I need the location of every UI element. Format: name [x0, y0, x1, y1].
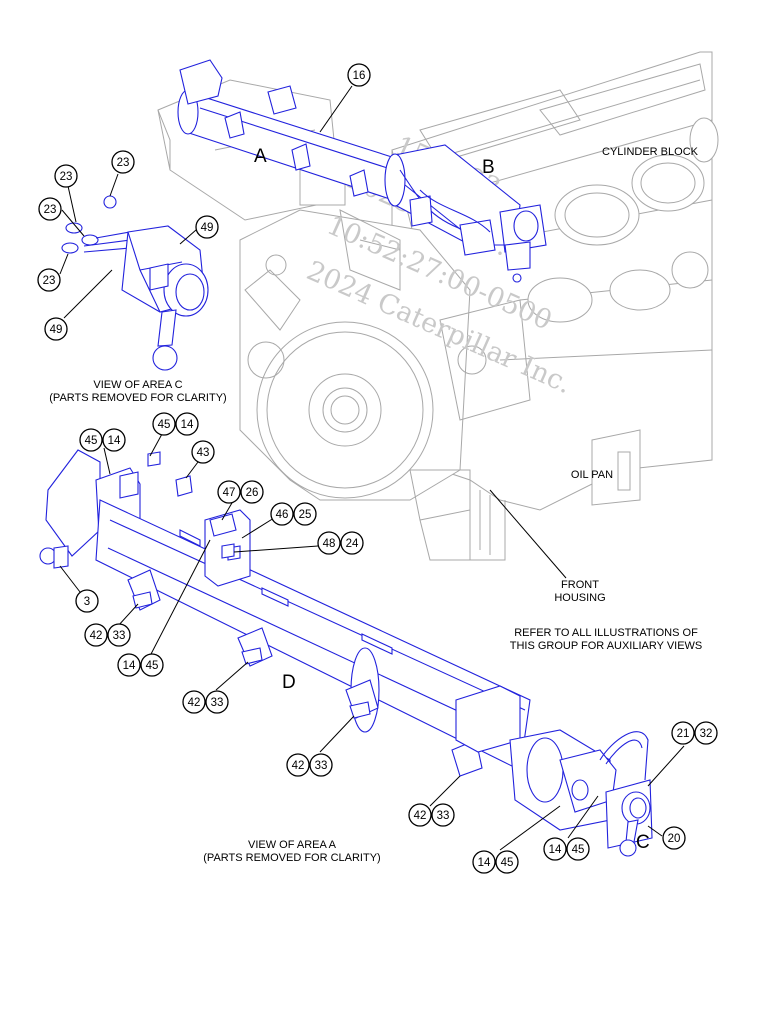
- callout-25: 25: [293, 502, 317, 526]
- svg-text:32: 32: [700, 728, 713, 740]
- callout-24: 24: [340, 531, 364, 555]
- callout-23: 23: [38, 197, 62, 221]
- top-assembly-drawing: [177, 59, 547, 283]
- area-c-caption-note: (PARTS REMOVED FOR CLARITY): [49, 392, 226, 404]
- svg-text:14: 14: [549, 844, 562, 856]
- svg-text:45: 45: [146, 660, 159, 672]
- front-housing-label-1: FRONT: [561, 579, 599, 591]
- svg-text:42: 42: [292, 760, 305, 772]
- svg-text:21: 21: [677, 728, 690, 740]
- svg-text:46: 46: [276, 509, 289, 521]
- callout-49: 49: [195, 215, 219, 239]
- refer-note-line-1: REFER TO ALL ILLUSTRATIONS OF: [514, 627, 698, 639]
- callout-3: 3: [75, 589, 99, 613]
- svg-text:23: 23: [43, 275, 56, 287]
- callout-33: 33: [431, 803, 455, 827]
- callout-23: 23: [111, 150, 135, 174]
- callout-48: 48: [317, 531, 341, 555]
- callout-45: 45: [152, 412, 176, 436]
- svg-text:33: 33: [113, 630, 126, 642]
- callout-21: 21: [671, 721, 695, 745]
- svg-text:47: 47: [223, 487, 236, 499]
- area-a-caption-note: (PARTS REMOVED FOR CLARITY): [203, 852, 380, 864]
- svg-text:23: 23: [44, 204, 57, 216]
- area-a-caption-title: VIEW OF AREA A: [248, 839, 337, 851]
- refer-note-line-2: THIS GROUP FOR AUXILIARY VIEWS: [510, 640, 703, 652]
- svg-text:25: 25: [299, 509, 312, 521]
- callout-45: 45: [495, 850, 519, 874]
- area-c-detail-drawing: [61, 195, 209, 371]
- callout-bubbles: 16 23 23 23 23 49 49 45 14 45 14 43 47 2…: [37, 63, 718, 874]
- front-housing-label-2: HOUSING: [554, 592, 605, 604]
- callout-42: 42: [286, 753, 310, 777]
- svg-text:49: 49: [201, 222, 214, 234]
- callout-45: 45: [79, 428, 103, 452]
- svg-text:42: 42: [188, 697, 201, 709]
- svg-text:45: 45: [572, 844, 585, 856]
- callout-45: 45: [566, 837, 590, 861]
- callout-42: 42: [408, 803, 432, 827]
- area-label-a: A: [254, 146, 267, 167]
- cylinder-block-label: CYLINDER BLOCK: [602, 146, 699, 158]
- area-c-caption-title: VIEW OF AREA C: [93, 379, 182, 391]
- callout-46: 46: [270, 502, 294, 526]
- callout-49: 49: [44, 317, 68, 341]
- svg-text:26: 26: [246, 487, 259, 499]
- svg-text:45: 45: [85, 435, 98, 447]
- svg-text:43: 43: [197, 447, 210, 459]
- area-label-b: B: [482, 157, 495, 178]
- svg-text:16: 16: [353, 70, 366, 82]
- callout-14: 14: [117, 653, 141, 677]
- leader-lines: [59, 85, 685, 851]
- svg-text:33: 33: [211, 697, 224, 709]
- callout-23: 23: [54, 164, 78, 188]
- callout-42: 42: [84, 623, 108, 647]
- svg-text:3: 3: [84, 596, 90, 608]
- callout-16: 16: [347, 63, 371, 87]
- callout-23: 23: [37, 268, 61, 292]
- svg-text:33: 33: [315, 760, 328, 772]
- svg-text:48: 48: [323, 538, 336, 550]
- svg-text:14: 14: [123, 660, 136, 672]
- svg-text:23: 23: [117, 157, 130, 169]
- svg-text:42: 42: [90, 630, 103, 642]
- svg-text:45: 45: [501, 857, 514, 869]
- callout-14: 14: [175, 412, 199, 436]
- oil-pan-label: OIL PAN: [571, 469, 613, 481]
- callout-43: 43: [191, 440, 215, 464]
- callout-14: 14: [472, 850, 496, 874]
- svg-text:20: 20: [668, 833, 681, 845]
- callout-45: 45: [140, 653, 164, 677]
- area-a-detail-drawing: [39, 449, 653, 857]
- callout-20: 20: [662, 826, 686, 850]
- svg-text:23: 23: [60, 171, 73, 183]
- callout-14: 14: [543, 837, 567, 861]
- callout-33: 33: [107, 623, 131, 647]
- callout-42: 42: [182, 690, 206, 714]
- callout-33: 33: [309, 753, 333, 777]
- svg-text:24: 24: [346, 538, 359, 550]
- svg-text:14: 14: [478, 857, 491, 869]
- svg-text:49: 49: [50, 324, 63, 336]
- svg-text:33: 33: [437, 810, 450, 822]
- callout-47: 47: [217, 480, 241, 504]
- area-label-c: C: [636, 832, 650, 853]
- callout-14: 14: [102, 428, 126, 452]
- svg-text:14: 14: [108, 435, 121, 447]
- area-label-d: D: [282, 672, 296, 693]
- callout-26: 26: [240, 480, 264, 504]
- svg-text:42: 42: [414, 810, 427, 822]
- callout-32: 32: [694, 721, 718, 745]
- svg-text:14: 14: [181, 419, 194, 431]
- svg-text:45: 45: [158, 419, 171, 431]
- callout-33: 33: [205, 690, 229, 714]
